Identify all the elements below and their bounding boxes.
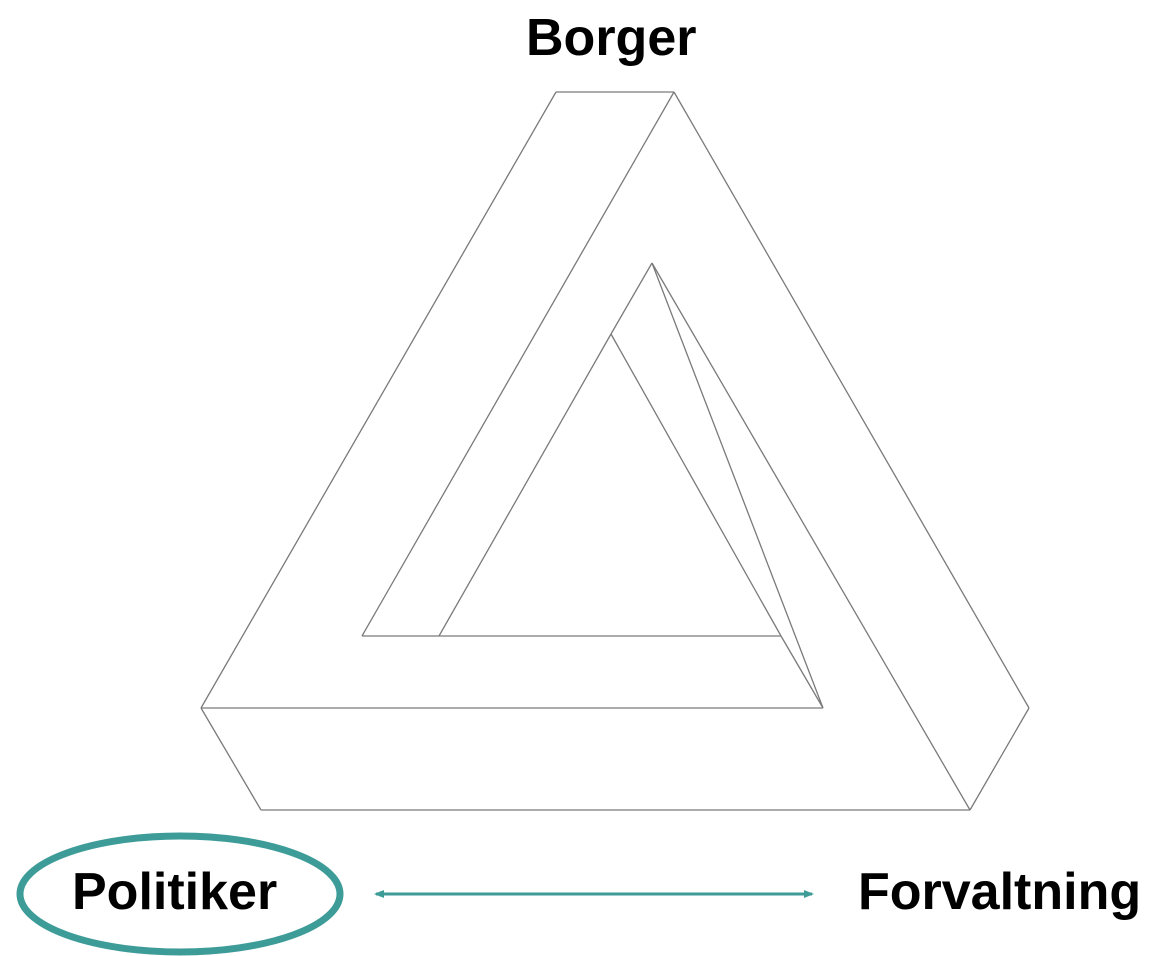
triangle-edge [610,333,782,637]
borger-label: Borger [526,9,697,67]
politiker-label: Politiker [72,863,278,921]
triangle-edge [200,707,262,811]
forvaltning-label: Forvaltning [858,863,1142,921]
triangle-edge [438,333,612,637]
politiker-highlight-ellipse [16,832,344,956]
triangle-edge [610,262,653,335]
triangle-edge [969,707,1030,811]
triangle-edge [651,262,824,709]
triangle-edge [673,91,1030,709]
impossible-triangle [200,91,1030,811]
triangle-edge [200,91,557,709]
triangle-edge [361,91,675,637]
triangle-edge [780,635,824,709]
triangle-edge [651,262,971,811]
